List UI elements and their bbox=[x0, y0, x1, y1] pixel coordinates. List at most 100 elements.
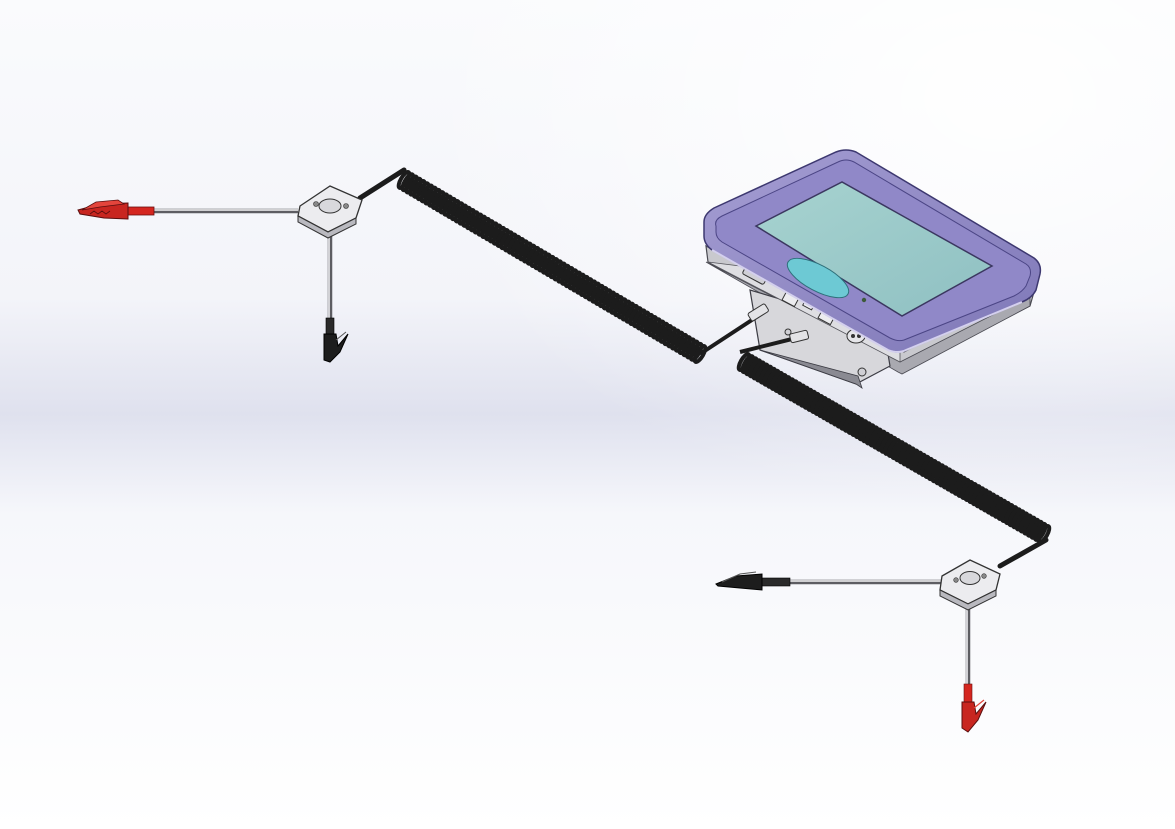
coil-turn bbox=[831, 406, 847, 427]
coil-turn bbox=[842, 412, 858, 433]
coil-turn bbox=[556, 263, 571, 284]
coil-turn bbox=[631, 308, 647, 329]
coil-turn bbox=[780, 377, 796, 398]
coil-turn bbox=[970, 486, 986, 507]
coil-turn bbox=[1000, 503, 1015, 523]
coil-turn bbox=[472, 214, 488, 235]
coil-turn bbox=[795, 385, 810, 406]
coil-turn bbox=[415, 181, 431, 202]
coil-turn bbox=[978, 490, 993, 511]
coil-turn bbox=[540, 254, 556, 275]
coil-turn bbox=[495, 228, 511, 248]
coil-turn bbox=[654, 321, 670, 342]
coil-turn bbox=[916, 454, 931, 475]
coil-turn bbox=[930, 463, 946, 484]
coil-turn bbox=[824, 402, 840, 423]
coil-turn bbox=[872, 429, 887, 450]
coil-turn bbox=[952, 475, 968, 496]
coil-turn bbox=[582, 279, 598, 300]
coil-turn bbox=[798, 387, 814, 408]
coil-turn bbox=[571, 272, 586, 293]
coil-turn bbox=[521, 243, 537, 264]
coil-turn bbox=[820, 400, 836, 421]
coil-turn bbox=[846, 414, 862, 435]
coil-turn bbox=[817, 398, 832, 419]
coil-turn bbox=[758, 364, 774, 385]
cable-tail-right-splitter bbox=[997, 537, 1049, 569]
coil-turn bbox=[1029, 519, 1044, 540]
coil-turn bbox=[791, 383, 807, 404]
coil-turn bbox=[1018, 513, 1033, 534]
coil-turn bbox=[408, 176, 423, 197]
coil-turn bbox=[1033, 521, 1048, 542]
frame-highlight bbox=[711, 249, 1023, 353]
coil-turn bbox=[755, 362, 770, 383]
coil-turn bbox=[813, 396, 829, 416]
coil-turn bbox=[934, 465, 949, 486]
clip-sleeve bbox=[125, 206, 155, 216]
splitter-side bbox=[297, 215, 357, 239]
coil-turn bbox=[502, 232, 518, 253]
cable-tail-right-device bbox=[739, 336, 797, 354]
clip-upper-jaw bbox=[81, 199, 126, 211]
coil-turn bbox=[744, 356, 759, 377]
coil-turn bbox=[544, 257, 560, 277]
coil-turn bbox=[1011, 509, 1026, 530]
clip-highlight bbox=[973, 699, 985, 709]
status-led bbox=[861, 297, 867, 303]
plug-right bbox=[789, 329, 810, 344]
screw-icon bbox=[857, 367, 867, 377]
coil-turn bbox=[483, 221, 499, 242]
coil-turn bbox=[802, 389, 818, 410]
clip-sleeve bbox=[759, 577, 791, 587]
coil-turn bbox=[423, 185, 438, 206]
power-jack-pin-1 bbox=[851, 334, 855, 338]
clip-jaw bbox=[961, 701, 987, 733]
coil-turn bbox=[835, 408, 851, 429]
coil-turn bbox=[650, 319, 666, 340]
coil-turn bbox=[1025, 517, 1041, 538]
coil-turn bbox=[692, 344, 708, 364]
coil-turn bbox=[769, 370, 785, 391]
coil-turn bbox=[784, 379, 799, 400]
coil-turn bbox=[419, 183, 435, 204]
connector-block-edge bbox=[759, 349, 863, 389]
coil-turn bbox=[533, 250, 548, 271]
coil-turn bbox=[901, 446, 916, 467]
coil-turn bbox=[666, 328, 681, 349]
screw-icon bbox=[313, 201, 319, 207]
coil-turn bbox=[996, 500, 1012, 521]
coiled-cable-left bbox=[396, 170, 708, 364]
coil-turn bbox=[908, 450, 924, 471]
coil-turn bbox=[919, 456, 935, 477]
screw-icon bbox=[784, 328, 792, 336]
coil-turn bbox=[514, 239, 529, 260]
coil-turn bbox=[590, 283, 605, 304]
coil-turn bbox=[628, 306, 643, 327]
coil-turn bbox=[839, 410, 854, 431]
coil-turn bbox=[1014, 511, 1030, 532]
coil-turn bbox=[468, 212, 484, 233]
coil-turn bbox=[766, 368, 781, 389]
splitter-left bbox=[142, 185, 363, 326]
coil-turn bbox=[506, 234, 522, 255]
coil-turn bbox=[453, 203, 469, 224]
coil-turn bbox=[605, 292, 621, 313]
coil-turn bbox=[404, 174, 419, 195]
coil-turn bbox=[1003, 505, 1019, 526]
coil-turn bbox=[886, 438, 902, 458]
coil-turn bbox=[442, 196, 457, 217]
clip-jaw bbox=[323, 333, 349, 363]
coil-turn bbox=[945, 471, 960, 492]
coil-turn bbox=[963, 482, 979, 502]
splitter-button bbox=[318, 198, 342, 214]
coil-turn bbox=[905, 448, 920, 469]
coil-turn bbox=[677, 335, 693, 356]
alligator-clip-black-right bbox=[715, 571, 791, 591]
clip-teeth bbox=[89, 210, 111, 215]
device-screen bbox=[754, 181, 994, 317]
coil-turn bbox=[974, 488, 990, 509]
alligator-clip-red-right bbox=[961, 683, 987, 733]
